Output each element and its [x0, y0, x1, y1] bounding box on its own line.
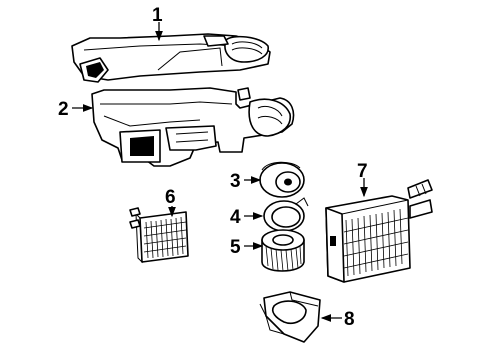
callout-label-5: 5: [230, 237, 241, 258]
part-5-blower-wheel: [261, 229, 305, 272]
part-1-upper-housing: [71, 33, 271, 83]
callout-label-1: 1: [152, 5, 163, 26]
callout-label-3: 3: [230, 171, 241, 192]
callout-label-6: 6: [165, 187, 176, 208]
part-3-blower-motor: [259, 161, 305, 198]
callout-8: 8: [320, 309, 355, 330]
callout-label-4: 4: [230, 207, 241, 228]
part-8-duct-seal: [259, 291, 321, 343]
callout-7: 7: [357, 161, 368, 198]
callout-label-8: 8: [344, 309, 355, 330]
callout-4: 4: [230, 207, 264, 228]
part-7-heater-core: [325, 179, 433, 283]
callout-label-2: 2: [58, 99, 69, 120]
part-4-gasket-ring: [263, 197, 309, 232]
callout-label-7: 7: [357, 161, 368, 182]
callout-2: 2: [58, 99, 94, 120]
callout-6: 6: [165, 187, 176, 218]
callout-5: 5: [230, 237, 264, 258]
callout-1: 1: [152, 5, 163, 42]
callout-3: 3: [230, 171, 262, 192]
part-2-main-housing: [91, 87, 295, 167]
part-6-small-heater-core: [129, 207, 189, 264]
